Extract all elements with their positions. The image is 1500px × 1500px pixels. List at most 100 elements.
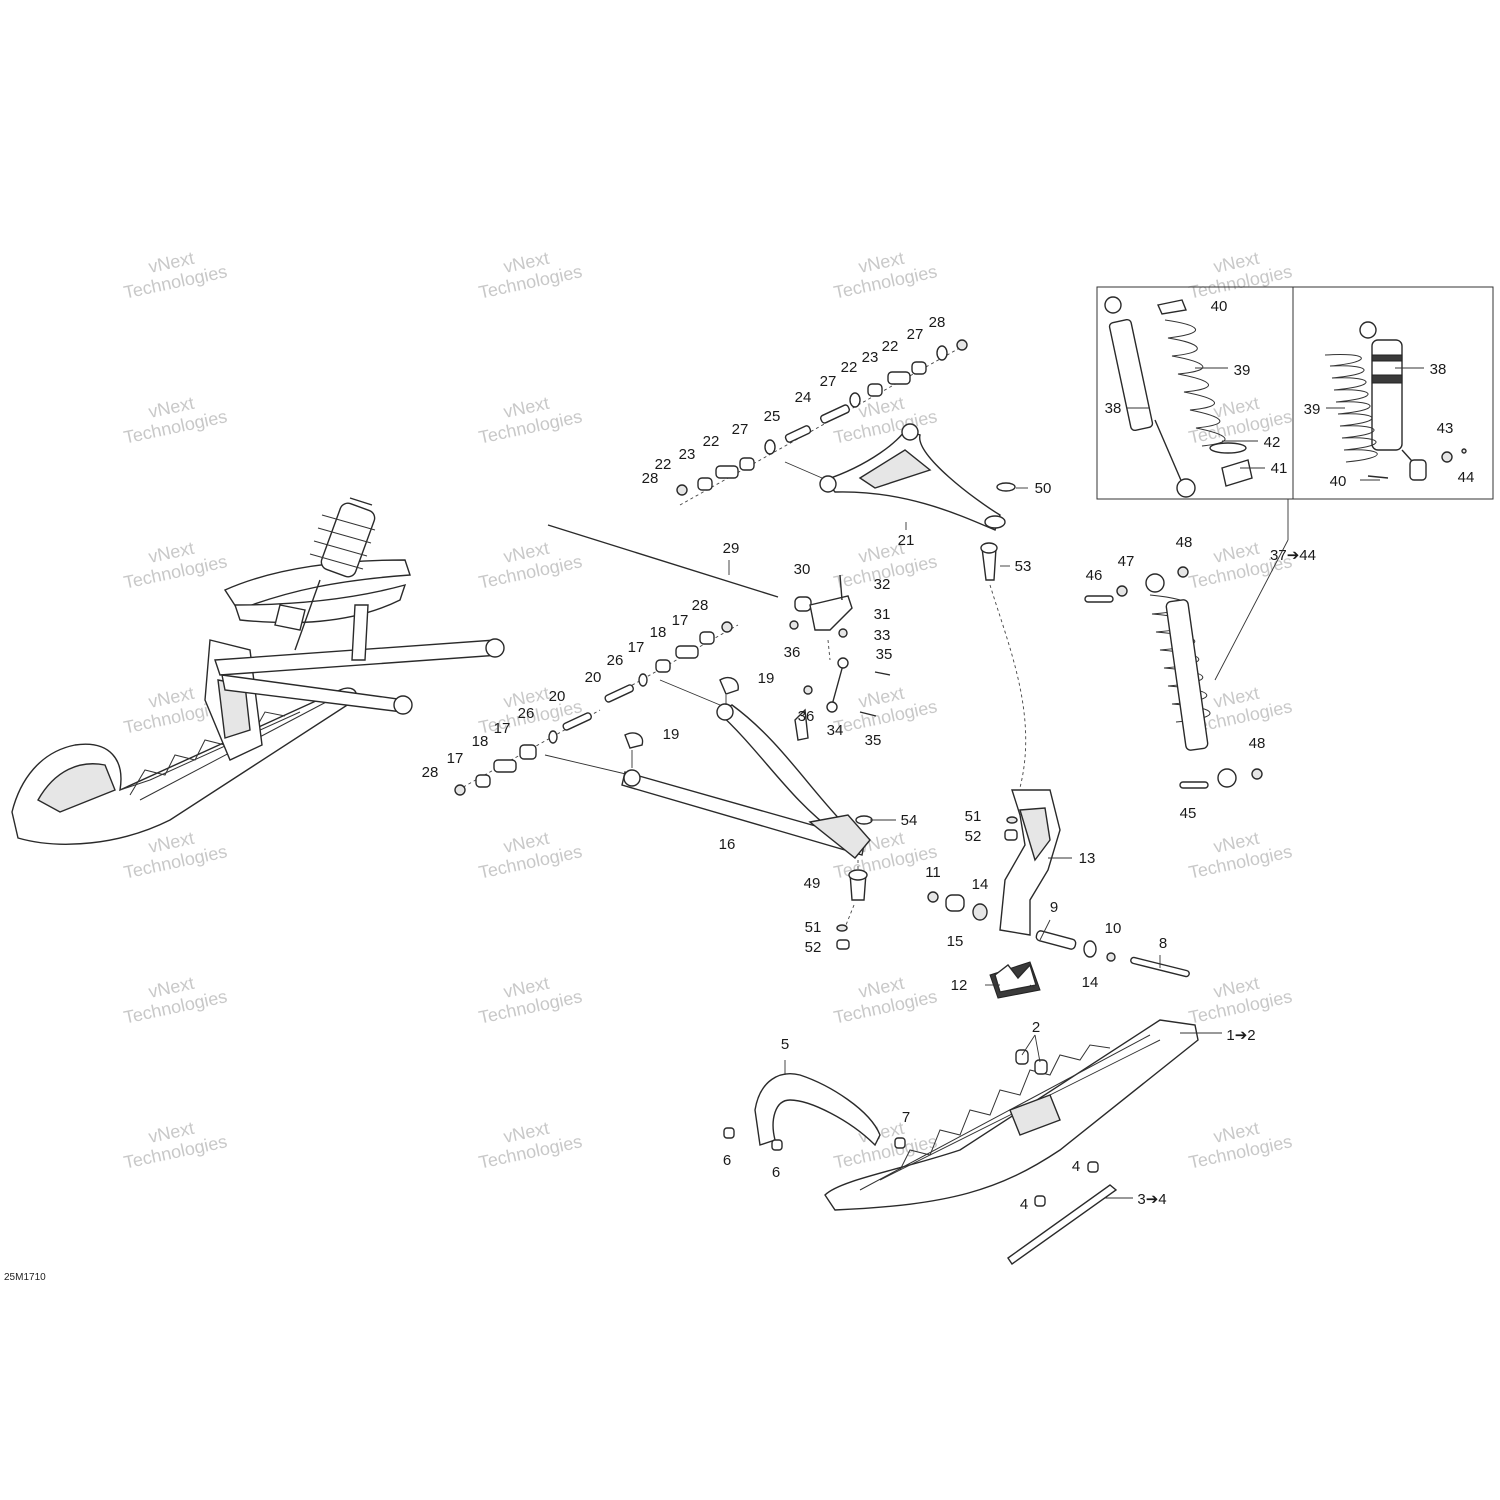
callout-36a: 36 bbox=[784, 644, 801, 661]
callout-2: 2 bbox=[1032, 1019, 1040, 1036]
callout-48b: 48 bbox=[1249, 735, 1266, 752]
callout-35b: 35 bbox=[865, 732, 882, 749]
callout-labels: 2827222322272425272223222821505329303231… bbox=[422, 298, 1475, 1213]
callout-37-44: 37➔44 bbox=[1270, 547, 1316, 564]
callout-23b: 23 bbox=[862, 349, 879, 366]
callout-19a: 19 bbox=[758, 670, 775, 687]
callout-48a: 48 bbox=[1176, 534, 1193, 551]
callout-9: 9 bbox=[1050, 899, 1058, 916]
callout-20a: 20 bbox=[585, 669, 602, 686]
callout-6a: 6 bbox=[723, 1152, 731, 1169]
callout-1-2: 1➔2 bbox=[1226, 1027, 1255, 1044]
callout-52b: 52 bbox=[965, 828, 982, 845]
callout-41: 41 bbox=[1271, 460, 1288, 477]
spindle bbox=[927, 789, 1190, 999]
callout-49: 49 bbox=[804, 875, 821, 892]
callout-40b: 40 bbox=[1330, 473, 1347, 490]
callout-29: 29 bbox=[723, 540, 740, 557]
callout-15: 15 bbox=[947, 933, 964, 950]
callout-34: 34 bbox=[827, 722, 844, 739]
callout-27a: 27 bbox=[732, 421, 749, 438]
lower-a-arm bbox=[621, 676, 873, 950]
callout-13: 13 bbox=[1079, 850, 1096, 867]
callout-12: 12 bbox=[951, 977, 968, 994]
callout-8: 8 bbox=[1159, 935, 1167, 952]
callout-50: 50 bbox=[1035, 480, 1052, 497]
callout-17d: 17 bbox=[447, 750, 464, 767]
callout-27c: 27 bbox=[907, 326, 924, 343]
callout-11: 11 bbox=[925, 864, 941, 881]
callout-39a: 39 bbox=[1234, 362, 1251, 379]
callout-40a: 40 bbox=[1211, 298, 1228, 315]
callout-21: 21 bbox=[898, 532, 915, 549]
callout-22b: 22 bbox=[655, 456, 672, 473]
upper-arm-hardware bbox=[676, 339, 968, 506]
callout-14b: 14 bbox=[1082, 974, 1099, 991]
callout-25: 25 bbox=[764, 408, 781, 425]
callout-28a: 28 bbox=[642, 470, 659, 487]
callout-42: 42 bbox=[1264, 434, 1281, 451]
shock-detail-box bbox=[1096, 286, 1494, 681]
callout-26a: 26 bbox=[607, 652, 624, 669]
ski-assembly bbox=[723, 1019, 1199, 1265]
callout-39b: 39 bbox=[1304, 401, 1321, 418]
lower-arm-hardware bbox=[454, 621, 739, 796]
sway-bar bbox=[547, 524, 891, 717]
callout-5: 5 bbox=[781, 1036, 789, 1053]
callout-46: 46 bbox=[1086, 567, 1103, 584]
callout-17b: 17 bbox=[628, 639, 645, 656]
callout-51a: 51 bbox=[805, 919, 822, 936]
callout-28c: 28 bbox=[692, 597, 709, 614]
callout-36b: 36 bbox=[798, 708, 815, 725]
callout-22a: 22 bbox=[703, 433, 720, 450]
assembled-suspension-illustration bbox=[11, 497, 505, 845]
callout-54: 54 bbox=[901, 812, 918, 829]
assembled-shock bbox=[1084, 566, 1263, 789]
callout-22d: 22 bbox=[882, 338, 899, 355]
callout-6b: 6 bbox=[772, 1164, 780, 1181]
callout-47: 47 bbox=[1118, 553, 1135, 570]
callout-17a: 17 bbox=[672, 612, 689, 629]
callout-7: 7 bbox=[902, 1109, 910, 1126]
callout-23a: 23 bbox=[679, 446, 696, 463]
callout-38b: 38 bbox=[1430, 361, 1447, 378]
figure-code: 25M1710 bbox=[4, 1272, 46, 1283]
callout-19b: 19 bbox=[663, 726, 680, 743]
callout-26b: 26 bbox=[518, 705, 535, 722]
callout-52a: 52 bbox=[805, 939, 822, 956]
callout-16: 16 bbox=[719, 836, 736, 853]
callout-20b: 20 bbox=[549, 688, 566, 705]
callout-4b: 4 bbox=[1020, 1196, 1028, 1213]
callout-31: 31 bbox=[874, 606, 891, 623]
callout-4a: 4 bbox=[1072, 1158, 1080, 1175]
callout-44: 44 bbox=[1458, 469, 1475, 486]
callout-18b: 18 bbox=[472, 733, 489, 750]
callout-28d: 28 bbox=[422, 764, 439, 781]
callout-24: 24 bbox=[795, 389, 812, 406]
callout-30: 30 bbox=[794, 561, 811, 578]
callout-32: 32 bbox=[874, 576, 891, 593]
ball-joint-upper bbox=[980, 482, 1028, 796]
callout-53: 53 bbox=[1015, 558, 1032, 575]
callout-10: 10 bbox=[1105, 920, 1122, 937]
callout-27b: 27 bbox=[820, 373, 837, 390]
callout-43: 43 bbox=[1437, 420, 1454, 437]
callout-35a: 35 bbox=[876, 646, 893, 663]
